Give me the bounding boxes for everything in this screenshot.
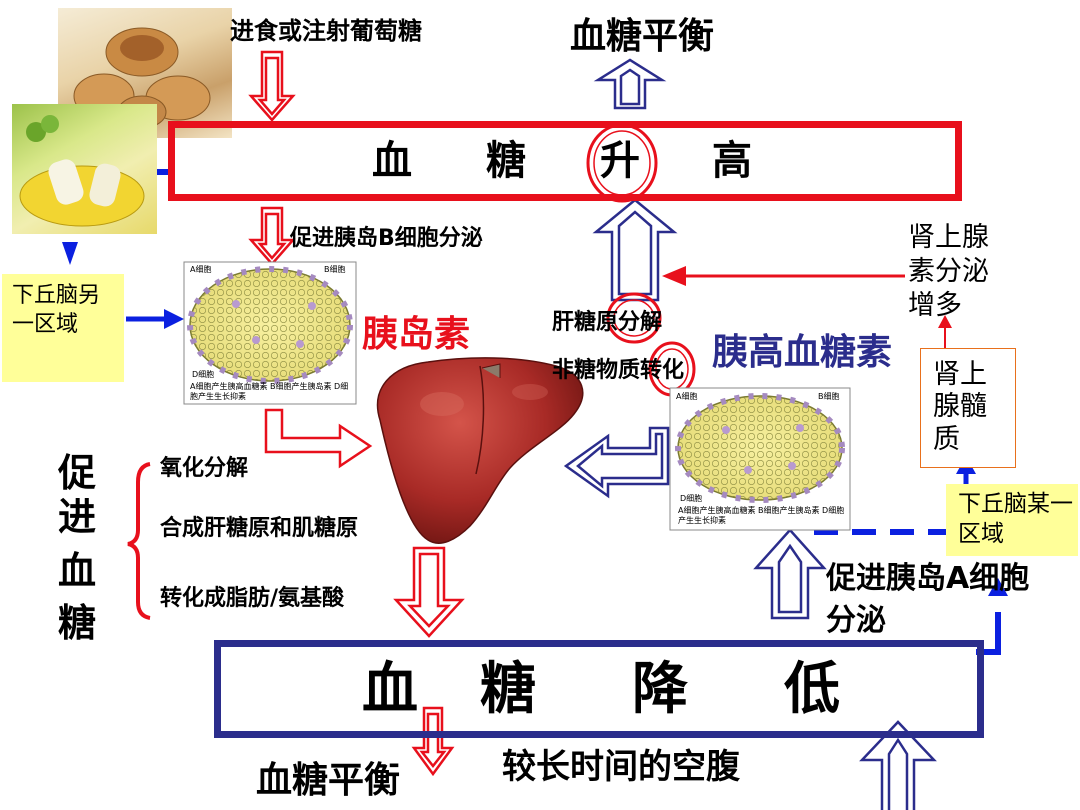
intake-label: 进食或注射葡萄糖: [230, 17, 422, 45]
glucagon-label: 胰高血糖素: [712, 332, 893, 373]
food-photo-rolls: [12, 104, 157, 234]
blood-sugar-rise-box: [168, 121, 962, 201]
nerve-arrow-fall-up: [988, 578, 1008, 596]
islet-left-legend: A细胞产生胰高血糖素 B细胞产生胰岛素 D细胞产生生长抑素: [190, 382, 349, 401]
promote-char-4: 糖: [58, 601, 97, 645]
islet-left-diagram: [183, 261, 357, 405]
non-sugar-label: 非糖物质转化: [552, 358, 685, 383]
promote-a-line-1: 促进胰岛A细胞: [826, 561, 1030, 596]
fall-char-4: 低: [784, 657, 840, 722]
nerve-arrow-left-down: [62, 242, 78, 265]
balance-top-label: 血糖平衡: [570, 16, 715, 57]
adrenal-medulla-box: 肾上腺髓质: [920, 348, 1016, 468]
promote-a-line-2: 分泌: [826, 603, 886, 638]
nerve-path-left-to-islet: [126, 309, 184, 329]
effect-conversion: 转化成脂肪/氨基酸: [160, 586, 345, 611]
balance-bottom-label: 血糖平衡: [256, 760, 401, 801]
promote-char-2: 进: [58, 495, 97, 539]
fall-char-1: 血: [362, 657, 418, 722]
hypothalamus-right-note: 下丘脑某一区域: [946, 484, 1078, 556]
liver-glycogen-label: 肝糖原分解: [552, 310, 663, 335]
liver-illustration: [376, 357, 584, 544]
effect-oxidation: 氧化分解: [160, 456, 249, 481]
rise-char-4: 高: [712, 138, 752, 184]
promote-char-3: 血: [58, 549, 97, 593]
arrow-promote-b-down: [248, 206, 296, 266]
fall-char-2: 糖: [480, 657, 536, 722]
arrow-glucagon-to-liver: [563, 426, 670, 499]
arrow-liver-down: [393, 546, 465, 638]
adrenaline-line-1: 肾上腺: [908, 222, 989, 253]
effect-glycogen-synthesis: 合成肝糖原和肌糖原: [160, 516, 359, 541]
arrow-insulin-to-liver: [264, 408, 373, 469]
effects-brace: [127, 462, 151, 620]
promote-b-label: 促进胰岛B细胞分泌: [290, 226, 483, 251]
rise-char-3: 升: [600, 138, 640, 184]
arrow-fasting-up: [859, 720, 937, 810]
rise-char-2: 糖: [486, 138, 526, 184]
islet-right-diagram: [669, 387, 851, 531]
fall-char-3: 降: [632, 657, 688, 722]
blood-sugar-fall-box: [214, 640, 984, 738]
islet-right-d-label: D细胞: [680, 494, 703, 503]
adrenaline-line-2: 素分泌: [908, 256, 989, 287]
arrow-up-to-rise: [592, 198, 678, 302]
rise-char-1: 血: [372, 138, 412, 184]
islet-right-a-label: A细胞: [676, 392, 698, 401]
islet-left-b-label: B细胞: [324, 265, 346, 274]
fasting-label: 较长时间的空腹: [502, 747, 740, 787]
insulin-label: 胰岛素: [362, 314, 471, 355]
arrow-medulla-up: [938, 315, 952, 348]
hypothalamus-left-note: 下丘脑另一区域: [2, 274, 124, 382]
adrenaline-line-3: 增多: [908, 290, 962, 321]
arrow-adrenaline-left: [662, 266, 905, 286]
adrenal-medulla-label: 肾上腺髓质: [933, 359, 987, 455]
islet-left-a-label: A细胞: [190, 265, 212, 274]
arrow-intake-down: [248, 50, 296, 122]
promote-char-1: 促: [58, 451, 97, 495]
islet-right-legend: A细胞产生胰高血糖素 B细胞产生胰岛素 D细胞产生生长抑素: [678, 506, 845, 525]
islet-right-b-label: B细胞: [818, 392, 840, 401]
arrow-up-balance-top: [593, 58, 667, 110]
arrow-balance-bottom-down: [411, 706, 455, 777]
islet-left-d-label: D细胞: [192, 370, 215, 379]
arrow-fall-to-islet-a: [753, 528, 827, 620]
